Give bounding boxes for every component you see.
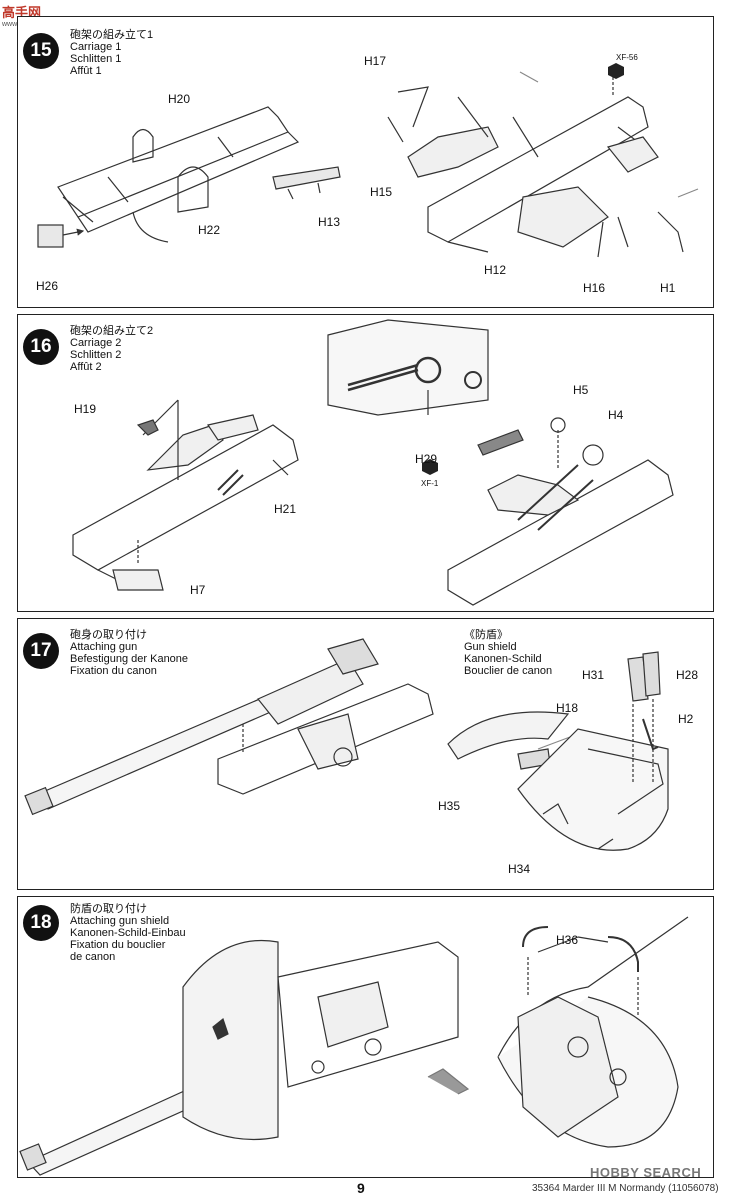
step-number: 16 (23, 329, 59, 365)
part-label: H35 (438, 799, 461, 813)
step-number: 17 (23, 633, 59, 669)
part-label: H5 (573, 383, 589, 397)
heading-fr-cont: de canon (70, 951, 116, 963)
step-16-panel: 16 砲架の組み立て2 Carriage 2 Schlitten 2 Affût… (17, 314, 714, 612)
part-label: H29 (415, 452, 438, 466)
sub-heading-fr: Bouclier de canon (464, 665, 553, 677)
part-label: H34 (508, 862, 531, 876)
step-16-illustration (72, 319, 674, 606)
step-15-illustration (37, 63, 699, 258)
part-label: H7 (190, 583, 206, 597)
part-label: H4 (608, 408, 624, 422)
heading-fr: Affût 1 (70, 65, 102, 77)
step-heading: 砲架の組み立て1 Carriage 1 Schlitten 1 Affût 1 (70, 29, 153, 77)
sub-heading: 《防盾》 Gun shield Kanonen-Schild Bouclier … (464, 629, 552, 677)
heading-jp: 砲架の組み立て1 (70, 29, 154, 41)
part-label: H1 (660, 281, 676, 295)
part-label: H12 (484, 263, 507, 277)
step-18-illustration (19, 916, 689, 1176)
heading-en: Carriage 2 (70, 337, 122, 349)
step-heading: 砲架の組み立て2 Carriage 2 Schlitten 2 Affût 2 (70, 325, 153, 373)
part-label: H22 (198, 223, 221, 237)
part-label: H17 (364, 54, 387, 68)
part-label: H15 (370, 185, 393, 199)
part-label: H13 (318, 215, 341, 229)
heading-jp: 砲架の組み立て2 (70, 325, 154, 337)
step-heading: 砲身の取り付け Attaching gun Befestigung der Ka… (70, 629, 188, 677)
heading-en: Attaching gun shield (70, 915, 170, 927)
heading-de: Befestigung der Kanone (70, 653, 189, 665)
part-label: H16 (583, 281, 606, 295)
page-number: 9 (357, 1180, 365, 1196)
step-number: 15 (23, 33, 59, 69)
heading-fr: Fixation du canon (70, 665, 157, 677)
heading-en: Attaching gun (70, 641, 138, 653)
step-17-illustration (24, 638, 669, 851)
step-number: 18 (23, 905, 59, 941)
part-label: H28 (676, 668, 699, 682)
part-label: H2 (678, 712, 694, 726)
part-label: H31 (582, 668, 605, 682)
heading-jp: 防盾の取り付け (70, 903, 147, 915)
sub-heading-de: Kanonen-Schild (464, 653, 542, 665)
part-label: H19 (74, 402, 97, 416)
heading-fr: Fixation du bouclier (70, 939, 166, 951)
sub-heading-en: Gun shield (464, 641, 517, 653)
step-heading: 防盾の取り付け Attaching gun shield Kanonen-Sch… (70, 903, 186, 963)
part-label: H21 (274, 502, 297, 516)
sub-heading-jp: 《防盾》 (464, 629, 508, 641)
heading-fr: Affût 2 (70, 361, 102, 373)
step-18-panel: 18 防盾の取り付け Attaching gun shield Kanonen-… (17, 896, 714, 1178)
step-17-panel: 17 砲身の取り付け Attaching gun Befestigung der… (17, 618, 714, 890)
part-label: H26 (36, 279, 59, 293)
paint-code: XF-56 (616, 53, 638, 62)
paint-code: XF-1 (421, 479, 439, 488)
part-label: H20 (168, 92, 191, 106)
part-label: H18 (556, 701, 579, 715)
heading-de: Schlitten 1 (70, 53, 122, 65)
heading-en: Carriage 1 (70, 41, 122, 53)
heading-jp: 砲身の取り付け (70, 629, 147, 641)
heading-de: Kanonen-Schild-Einbau (70, 927, 186, 939)
heading-de: Schlitten 2 (70, 349, 122, 361)
step-15-panel: 15 砲架の組み立て1 Carriage 1 Schlitten 1 Affût… (17, 16, 714, 308)
product-code: 35364 Marder III M Normandy (11056078) (532, 1183, 719, 1194)
part-label: H36 (556, 933, 579, 947)
watermark-hobbysearch: HOBBY SEARCH (590, 1165, 702, 1180)
